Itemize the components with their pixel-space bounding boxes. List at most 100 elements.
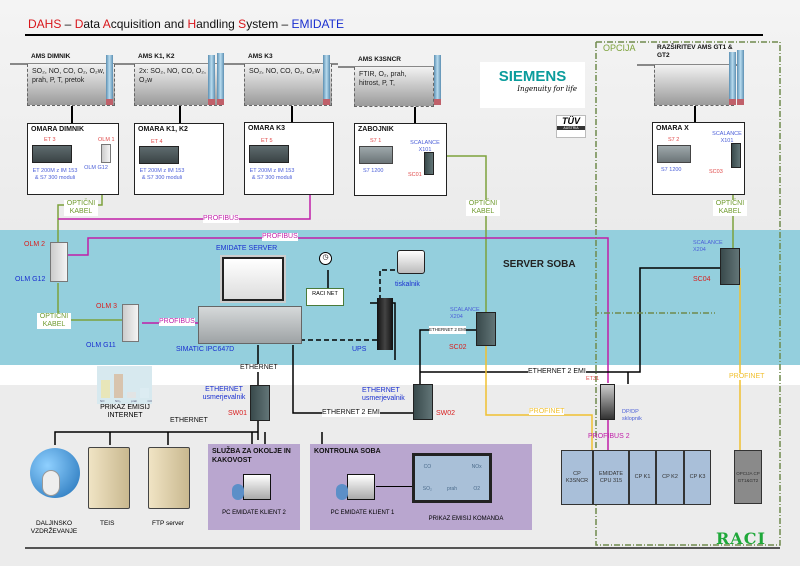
- profibus-label: PROFIBUS: [262, 233, 298, 241]
- ups-label: UPS: [352, 346, 367, 353]
- scalance-label: SCALANCE X101: [410, 140, 440, 153]
- et31-type: DP/DP sklopnik: [622, 409, 642, 422]
- title-ystem: ystem –: [246, 17, 292, 31]
- chimney-icon: [729, 52, 736, 105]
- monitor-icon[interactable]: [220, 255, 286, 303]
- title-a: A: [102, 17, 111, 31]
- cabinet-zabojnik: ZABOJNIK S7 1 S7 1200 SCALANCE X101 SC01: [354, 123, 447, 196]
- bar-label: CO: [147, 399, 153, 403]
- profibus2-label: PROFIBUS 2: [588, 433, 630, 440]
- ipc-icon[interactable]: [198, 306, 302, 344]
- raci-net-box: RACI NET: [306, 288, 344, 306]
- cabinet-title: OMARA K1, K2: [138, 126, 188, 133]
- title-h: H: [187, 17, 197, 31]
- divider-strip: [0, 365, 800, 385]
- server-title: EMIDATE SERVER: [216, 245, 278, 252]
- emission-bar: [127, 392, 136, 398]
- display-cell: O2: [473, 486, 480, 492]
- plc-label: S7 1: [370, 138, 382, 144]
- ipc-label: SIMATIC IPC647D: [176, 346, 235, 353]
- optic-cable-label: OPTIČNI KABEL: [466, 200, 500, 216]
- display-cell: SO₂: [422, 486, 432, 492]
- olm-label: OLM 1: [98, 137, 115, 143]
- tuv-logo: TÜV AUSTRIA: [556, 115, 586, 138]
- emission-bar: [114, 374, 123, 398]
- clock-icon: ◷: [319, 252, 332, 265]
- siemens-tagline: Ingenuity for life: [517, 85, 577, 93]
- teis-server-icon[interactable]: [88, 447, 130, 509]
- bar-label: NO₂: [114, 399, 121, 403]
- user-icon: [232, 484, 244, 500]
- optic-cable-label: OPTIČNI KABEL: [64, 200, 98, 216]
- printer-label: tiskalnik: [395, 281, 420, 288]
- ftp-server-icon[interactable]: [148, 447, 190, 509]
- sc02-type: SCALANCE X204: [450, 307, 480, 320]
- sw01-router-icon[interactable]: [250, 385, 270, 421]
- user-icon: [336, 484, 348, 500]
- ams-title: RAZŠIRITEV AMS GT1 & GT2: [657, 44, 733, 59]
- ethernet-label: ETHERNET: [170, 417, 208, 424]
- cp-module: CP K3: [684, 450, 711, 505]
- printer-icon[interactable]: [397, 250, 425, 274]
- title-dahs: DAHS: [28, 17, 62, 31]
- olm2-icon[interactable]: [50, 242, 68, 282]
- cpu-module: EMIDATE CPU 315: [593, 450, 629, 505]
- et200m-icon: [32, 145, 72, 163]
- cabinet-title: OMARA K3: [248, 125, 286, 132]
- sc02-switch-icon[interactable]: [476, 312, 496, 346]
- display-cell: NOx: [471, 464, 482, 470]
- sc-label: SC01: [408, 172, 422, 178]
- siemens-wordmark: SIEMENS: [498, 68, 567, 85]
- tuv-sub: AUSTRIA: [557, 126, 585, 130]
- title-andling: andling: [196, 17, 239, 31]
- ethernet2-label: ETHERNET 2 EMI: [528, 368, 586, 376]
- ams-title: AMS K3: [248, 53, 273, 60]
- globe-remote-icon[interactable]: [30, 448, 80, 498]
- et-label: ET 3: [44, 137, 56, 143]
- scalance-icon: [731, 143, 741, 168]
- emission-bar: [101, 380, 110, 398]
- pc-user-icon[interactable]: [243, 474, 271, 500]
- title-s: S: [238, 17, 247, 31]
- olm3-icon[interactable]: [122, 304, 139, 342]
- sc02-label: SC02: [449, 344, 467, 351]
- dpdp-coupler-icon[interactable]: [600, 384, 615, 420]
- chimney-icon: [323, 55, 330, 105]
- ams-title: AMS K3SNCR: [358, 56, 401, 63]
- pc-label: PC EMIDATE KLIENT 1: [330, 510, 395, 516]
- ams-params: 2x: SO₂, NO, CO, O₂, O₂w: [139, 68, 206, 84]
- chimney-icon: [737, 50, 744, 105]
- s7-1200-icon: [359, 146, 393, 164]
- s7-1200-icon: [657, 145, 691, 163]
- pc-user-icon[interactable]: [347, 474, 375, 500]
- sw02-label: SW02: [436, 410, 456, 417]
- room-title: SLUŽBA ZA OKOLJE IN KAKOVOST: [212, 448, 291, 464]
- scalance-label: SCALANCE X101: [712, 131, 742, 144]
- title-emidate: EMIDATE: [291, 17, 344, 31]
- olm-type: OLM G12: [84, 165, 108, 171]
- ams-title: AMS K1, K2: [138, 53, 175, 60]
- ams-params: SO₂, NO, CO, O₂, O₂w: [249, 68, 320, 75]
- title-cq: cquisition and: [110, 17, 188, 31]
- sw02-router-icon[interactable]: [413, 384, 433, 420]
- profinet-label: PROFINET: [729, 373, 765, 380]
- chimney-icon: [106, 55, 113, 105]
- sw01-type: ETHERNET usmerjevalnik: [200, 386, 248, 402]
- sc04-label: SC04: [693, 276, 711, 283]
- ethernet-label: ETHERNET: [240, 364, 278, 372]
- et200m-icon: [139, 146, 179, 164]
- ams-title: AMS DIMNIK: [31, 53, 71, 60]
- cabinet-k3: OMARA K3 ET 5 ET 200M z IM 153 & S7 300 …: [244, 122, 334, 195]
- et-desc: ET 200M z IM 153 & S7 300 moduli: [249, 168, 295, 181]
- siemens-logo: SIEMENS Ingenuity for life: [480, 62, 585, 108]
- profibus-label: PROFIBUS: [159, 318, 195, 326]
- ups-icon: [377, 298, 393, 350]
- sc04-switch-icon[interactable]: [720, 248, 740, 285]
- plc-type: S7 1200: [363, 168, 384, 174]
- teis-label: TEIS: [100, 520, 115, 527]
- title-d: D: [74, 17, 84, 31]
